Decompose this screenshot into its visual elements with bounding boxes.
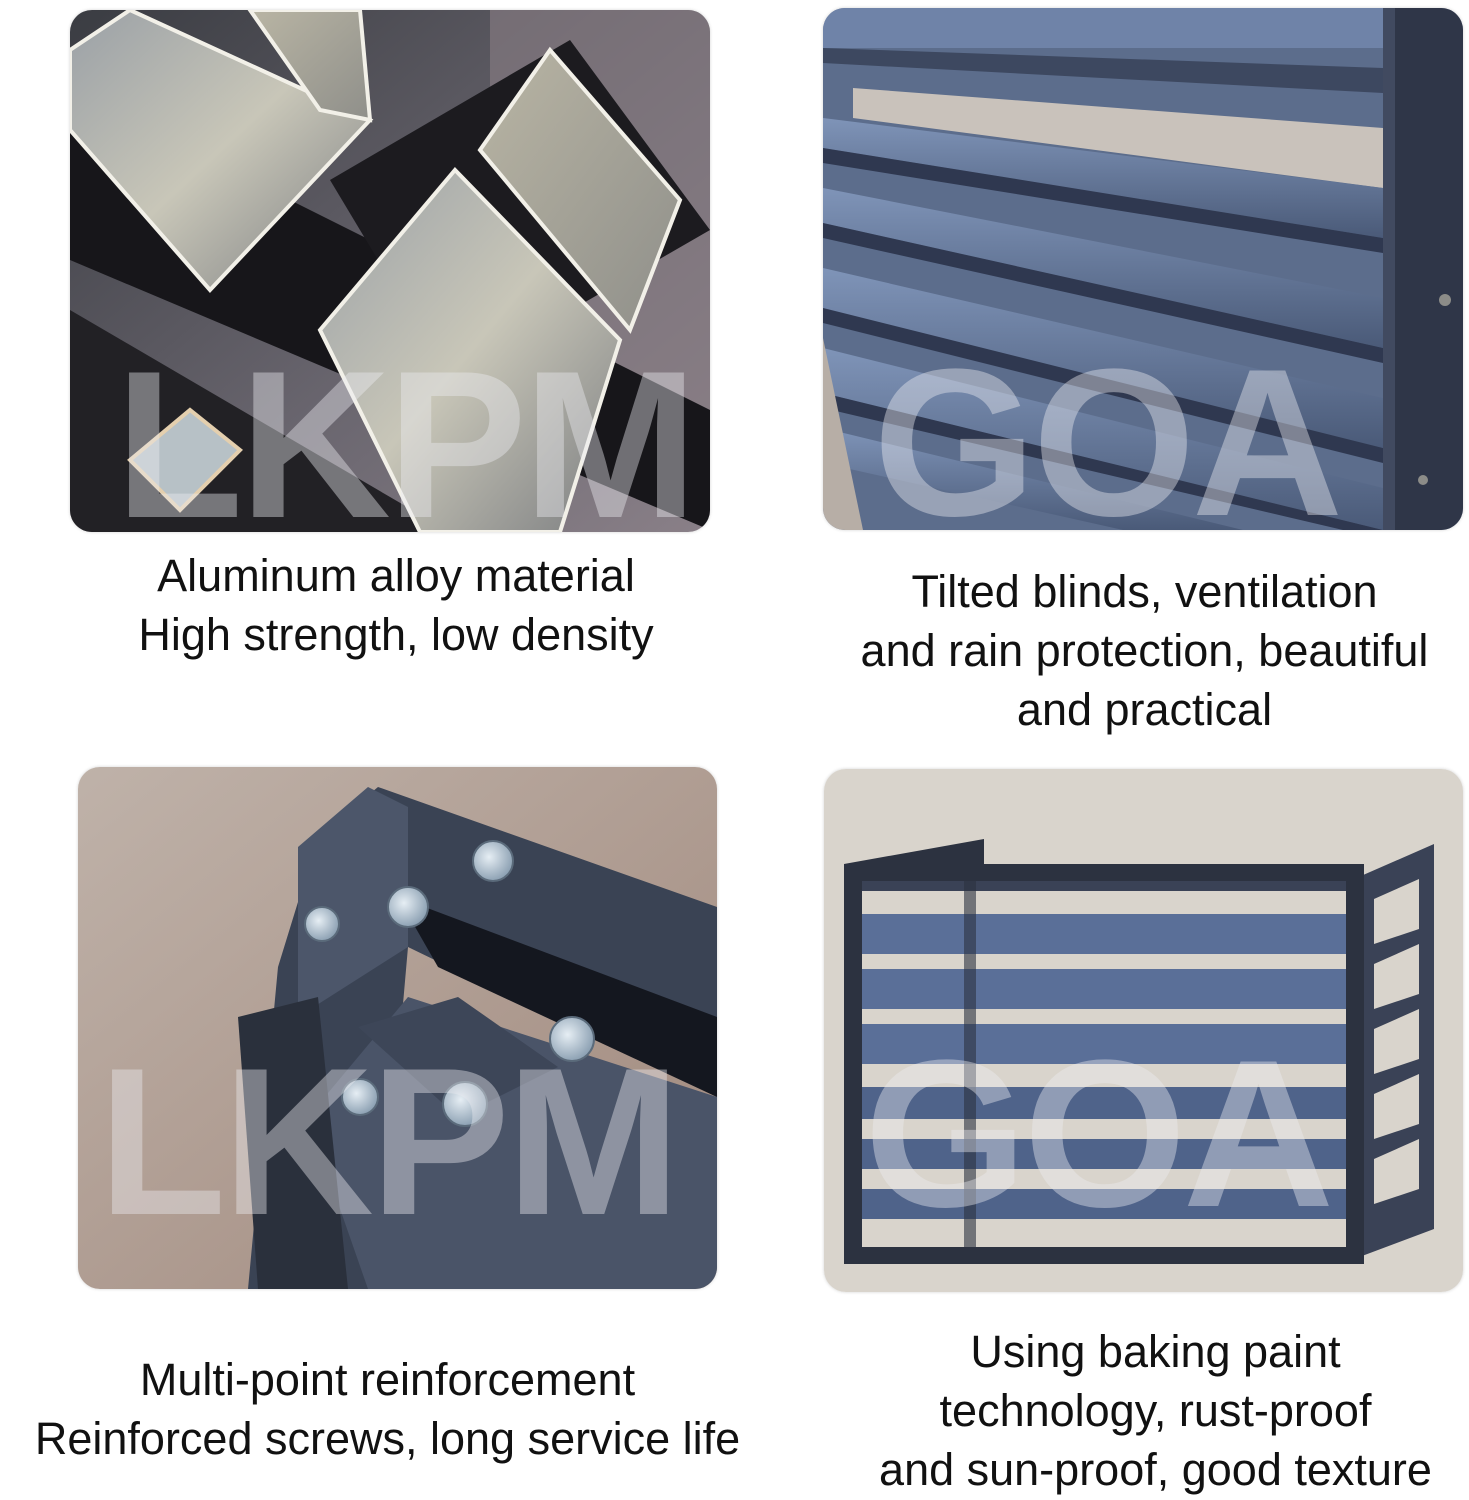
baking-paint-photo: GOA: [824, 769, 1463, 1292]
caption-line: Tilted blinds, ventilation: [911, 566, 1378, 617]
caption-baking-paint: Using baking paint technology, rust-proo…: [842, 1322, 1469, 1499]
caption-line: High strength, low density: [138, 609, 654, 660]
reinforcement-photo: LKPM: [78, 767, 717, 1289]
caption-line: Aluminum alloy material: [157, 550, 635, 601]
caption-reinforcement: Multi-point reinforcement Reinforced scr…: [0, 1350, 775, 1468]
caption-line: and practical: [1016, 684, 1273, 735]
caption-aluminum-material: Aluminum alloy material High strength, l…: [70, 546, 722, 664]
aluminum-tubes-illustration: [70, 10, 710, 532]
ac-cover-illustration: [824, 769, 1463, 1292]
louver-blinds-illustration: [823, 8, 1463, 530]
tilted-blinds-photo: GOA: [823, 8, 1463, 530]
caption-tilted-blinds: Tilted blinds, ventilation and rain prot…: [820, 562, 1469, 739]
caption-line: and rain protection, beautiful: [860, 625, 1429, 676]
screw-icons: [304, 840, 595, 1127]
caption-line: Using baking paint: [970, 1326, 1341, 1377]
aluminum-material-photo: LKPM: [70, 10, 710, 532]
caption-line: Multi-point reinforcement: [139, 1354, 636, 1405]
caption-line: Reinforced screws, long service life: [34, 1413, 741, 1464]
caption-line: and sun-proof, good texture: [879, 1444, 1432, 1495]
caption-line: technology, rust-proof: [939, 1385, 1372, 1436]
screw-corner-illustration: [78, 767, 717, 1289]
